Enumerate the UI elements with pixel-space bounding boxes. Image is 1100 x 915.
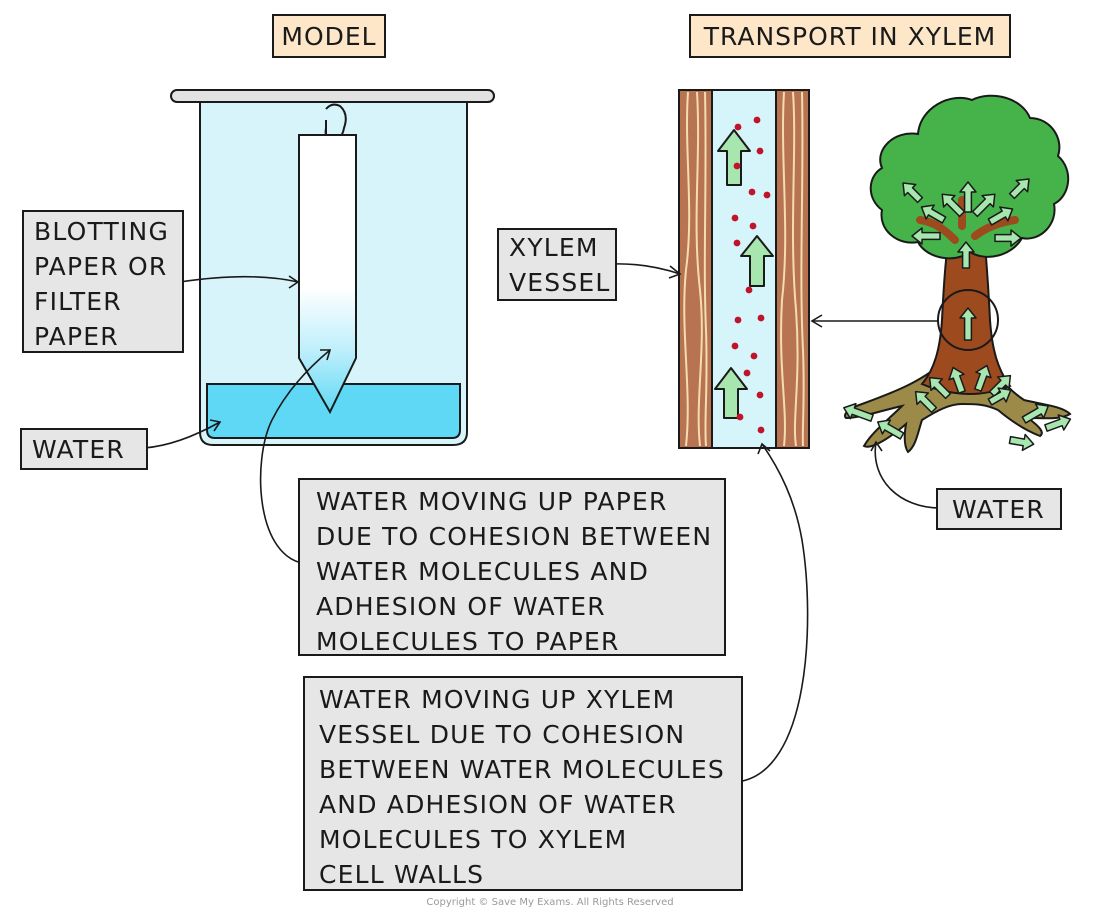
note-line: BETWEEN WATER MOLECULES xyxy=(319,755,725,784)
pointer-water-left xyxy=(143,421,221,449)
xylem-arrow xyxy=(740,235,774,287)
pointer-lines xyxy=(143,263,941,783)
tree-arrow xyxy=(920,204,947,224)
tree-arrow xyxy=(994,229,1022,247)
tree-arrow xyxy=(987,206,1014,226)
note-xylem-cohesion: WATER MOVING UP XYLEM VESSEL DUE TO COHE… xyxy=(303,676,743,891)
tree-trunk xyxy=(920,215,1012,396)
label-line: WATER xyxy=(952,495,1045,524)
tree-arrow xyxy=(959,307,977,341)
note-paper-cohesion: WATER MOVING UP PAPER DUE TO COHESION BE… xyxy=(298,478,726,656)
note-line: WATER MOVING UP XYLEM xyxy=(319,685,676,714)
water-molecule xyxy=(748,188,756,196)
water-molecule xyxy=(743,369,751,377)
xylem-vessel-label: XYLEM VESSEL xyxy=(497,228,617,301)
tree xyxy=(843,94,1072,454)
model-title: MODEL xyxy=(272,14,386,58)
tree-arrow xyxy=(987,387,1012,406)
pointer-water-right xyxy=(874,441,941,509)
note-line: DUE TO COHESION BETWEEN xyxy=(316,522,713,551)
tree-arrow xyxy=(957,241,975,269)
blotting-paper-strip xyxy=(298,134,357,415)
label-line: BLOTTING xyxy=(34,217,170,246)
tree-arrow xyxy=(1008,433,1035,452)
xylem-arrow xyxy=(717,129,751,186)
tree-arrow xyxy=(1021,403,1049,424)
water-label-left: WATER xyxy=(20,428,148,470)
pointer-note-xylem xyxy=(735,443,809,783)
tree-arrow xyxy=(974,364,992,392)
note-line: CELL WALLS xyxy=(319,860,485,889)
pointer-note-paper xyxy=(259,349,331,565)
tree-arrow xyxy=(1008,178,1030,200)
water-molecule xyxy=(750,352,758,360)
note-line: MOLECULES TO PAPER xyxy=(316,627,620,656)
tree-arrow xyxy=(941,193,966,218)
water-molecule xyxy=(736,413,744,421)
note-line: WATER MOVING UP PAPER xyxy=(316,487,668,516)
water-molecule xyxy=(757,314,765,322)
water-molecule xyxy=(731,342,739,350)
water-molecule xyxy=(734,316,742,324)
note-line: VESSEL DUE TO COHESION xyxy=(319,720,686,749)
tree-arrow xyxy=(1044,414,1072,432)
tree-foliage xyxy=(869,94,1070,260)
water-molecule xyxy=(753,116,761,124)
tree-arrow xyxy=(843,402,874,422)
tree-arrow xyxy=(911,227,941,245)
copyright-notice: Copyright © Save My Exams. All Rights Re… xyxy=(426,897,674,908)
transport-in-xylem-title: TRANSPORT IN XYLEM xyxy=(689,14,1011,58)
water-molecule xyxy=(745,286,753,294)
beaker xyxy=(170,89,495,446)
label-line: PAPER xyxy=(34,322,119,351)
water-molecule xyxy=(733,162,741,170)
water-molecule xyxy=(733,239,741,247)
magnified-trunk-circle xyxy=(937,289,999,351)
beaker-rim xyxy=(170,89,495,103)
note-line: ADHESION OF WATER xyxy=(316,592,606,621)
tree-arrow xyxy=(914,390,938,414)
water-molecule xyxy=(763,191,771,199)
label-line: PAPER OR xyxy=(34,252,168,281)
tree-arrow xyxy=(902,182,924,204)
xylem-wall-fibres xyxy=(683,91,805,447)
label-line: XYLEM xyxy=(509,233,599,262)
note-line: MOLECULES TO XYLEM xyxy=(319,825,628,854)
water-molecules xyxy=(731,116,771,434)
pointer-arrowheads xyxy=(209,265,883,455)
tree-arrow xyxy=(971,193,996,218)
tree-arrows xyxy=(843,178,1072,452)
tree-arrow xyxy=(959,181,977,213)
pointer-paper xyxy=(179,275,299,283)
water-label-right: WATER xyxy=(936,488,1062,530)
xylem-vessel-diagram xyxy=(678,89,810,449)
water-molecule xyxy=(756,391,764,399)
water-molecule xyxy=(757,426,765,434)
label-line: WATER xyxy=(32,435,125,464)
pointer-xylem-vessel xyxy=(611,263,681,275)
water-molecule xyxy=(731,214,739,222)
tree-arrow xyxy=(877,419,905,440)
water-molecule xyxy=(749,222,757,230)
blotting-paper-label: BLOTTING PAPER OR FILTER PAPER xyxy=(22,210,184,353)
water-molecule xyxy=(734,123,742,131)
xylem-arrows xyxy=(714,129,774,419)
tree-arrow xyxy=(928,376,952,400)
xylem-arrow xyxy=(714,367,748,419)
label-line: VESSEL xyxy=(509,268,611,297)
label-line: FILTER xyxy=(34,287,122,316)
note-line: AND ADHESION OF WATER xyxy=(319,790,677,819)
water-molecule xyxy=(756,147,764,155)
note-line: WATER MOLECULES AND xyxy=(316,557,650,586)
tree-arrow xyxy=(948,366,966,394)
